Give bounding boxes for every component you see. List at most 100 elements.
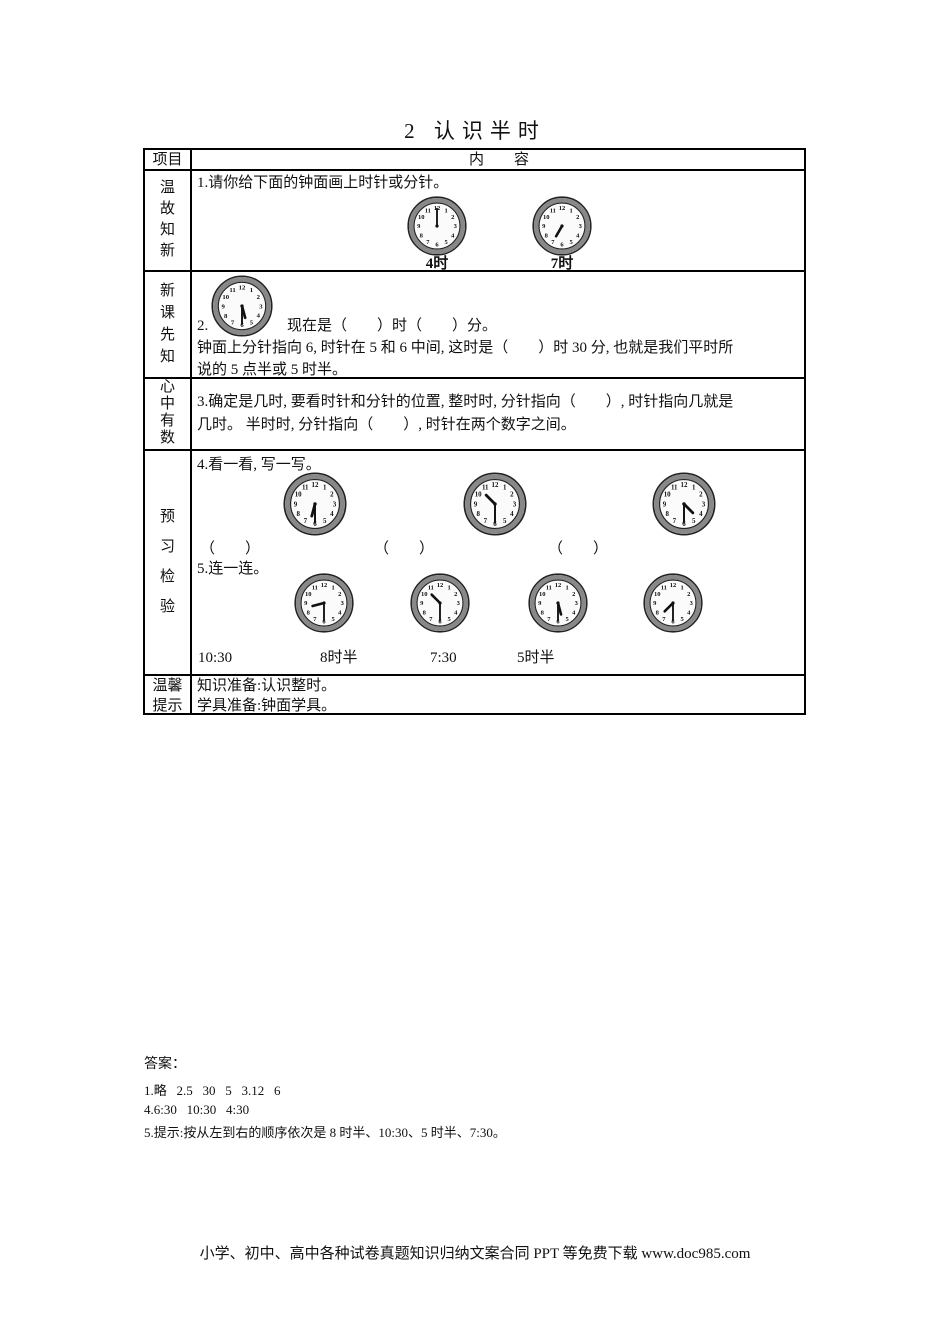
svg-text:2: 2 [454, 591, 457, 598]
section-tips-content: 知识准备:认识整时。 学具准备:钟面学具。 [190, 674, 808, 717]
svg-text:4: 4 [572, 609, 576, 616]
svg-text:1: 1 [503, 485, 507, 492]
svg-text:5: 5 [569, 239, 573, 246]
svg-text:12: 12 [670, 582, 677, 589]
svg-text:12: 12 [492, 482, 499, 489]
svg-text:4: 4 [330, 511, 334, 518]
svg-text:7: 7 [426, 239, 430, 246]
row-divider-3 [145, 377, 804, 379]
svg-text:11: 11 [550, 207, 556, 214]
svg-text:5: 5 [323, 518, 327, 525]
svg-text:1: 1 [444, 207, 447, 214]
svg-text:4: 4 [576, 232, 580, 239]
section-label-practice: 预习检验 [159, 508, 175, 615]
row-divider-4 [145, 449, 804, 451]
svg-text:6: 6 [322, 619, 326, 626]
svg-text:2: 2 [451, 214, 454, 221]
question-5-title: 5.连一连。 [197, 561, 269, 577]
svg-text:9: 9 [663, 501, 667, 508]
svg-text:10: 10 [421, 591, 428, 598]
svg-text:1: 1 [692, 485, 696, 492]
question-2-line2: 钟面上分针指向 6, 时针在 5 和 6 中间, 这时是（ ）时 30 分, 也… [197, 340, 734, 356]
answer-line-3: 5.提示:按从左到右的顺序依次是 8 时半、10:30、5 时半、7:30。 [144, 1125, 506, 1140]
svg-text:4: 4 [699, 511, 703, 518]
clock-caption-4: 4时 [425, 256, 449, 272]
svg-text:10: 10 [539, 591, 546, 598]
svg-text:12: 12 [239, 284, 246, 291]
svg-text:12: 12 [555, 582, 562, 589]
svg-text:4: 4 [338, 609, 342, 616]
svg-text:2: 2 [510, 492, 514, 499]
section-label-preview: 新课先知 [159, 282, 175, 365]
svg-text:5: 5 [447, 616, 451, 623]
svg-text:8: 8 [423, 609, 427, 616]
svg-text:11: 11 [428, 584, 434, 591]
svg-text:1: 1 [569, 207, 572, 214]
svg-text:11: 11 [546, 584, 552, 591]
svg-text:8: 8 [296, 511, 300, 518]
section-label-review: 温故知新 [159, 179, 175, 259]
svg-text:4: 4 [687, 609, 691, 616]
svg-text:7: 7 [313, 616, 317, 623]
svg-text:1: 1 [565, 584, 568, 591]
svg-text:3: 3 [690, 600, 694, 607]
svg-text:9: 9 [420, 600, 424, 607]
svg-text:5: 5 [565, 616, 569, 623]
svg-text:2: 2 [330, 492, 334, 499]
svg-text:6: 6 [671, 619, 675, 626]
svg-text:11: 11 [312, 584, 318, 591]
svg-text:1: 1 [323, 485, 327, 492]
svg-text:7: 7 [673, 518, 677, 525]
svg-text:8: 8 [665, 511, 669, 518]
svg-text:9: 9 [538, 600, 542, 607]
svg-text:1: 1 [447, 584, 450, 591]
question-2-line3: 说的 5 点半或 5 时半。 [197, 362, 348, 378]
question-3-line2: 几时。 半时时, 分针指向（ ）, 时针在两个数字之间。 [197, 417, 576, 433]
svg-text:12: 12 [437, 582, 444, 589]
svg-text:10: 10 [543, 214, 550, 221]
header-content-cell: 内 容 [468, 151, 529, 168]
svg-text:5: 5 [250, 320, 254, 327]
svg-text:5: 5 [331, 616, 335, 623]
svg-text:2: 2 [572, 591, 575, 598]
svg-text:9: 9 [474, 501, 478, 508]
svg-text:2: 2 [687, 591, 690, 598]
footer-text: 小学、初中、高中各种试卷真题知识归纳文案合同 PPT 等免费下载 www.doc… [199, 1246, 751, 1262]
svg-text:9: 9 [294, 501, 298, 508]
svg-text:7: 7 [662, 616, 666, 623]
question-3-line1: 3.确定是几时, 要看时针和分针的位置, 整时时, 分针指向（ ）, 时针指向几… [197, 394, 734, 410]
tips-line2: 学具准备:钟面学具。 [197, 698, 337, 714]
svg-text:7: 7 [429, 616, 433, 623]
svg-text:12: 12 [559, 205, 566, 212]
svg-text:2: 2 [576, 214, 579, 221]
svg-text:3: 3 [333, 501, 337, 508]
svg-text:11: 11 [229, 287, 236, 294]
svg-text:1: 1 [680, 584, 683, 591]
svg-text:11: 11 [302, 485, 309, 492]
svg-text:12: 12 [312, 482, 319, 489]
svg-text:10: 10 [418, 214, 425, 221]
answer-blank-1: （ ） [200, 541, 261, 557]
svg-text:9: 9 [542, 223, 546, 230]
svg-text:10: 10 [654, 591, 661, 598]
row-divider-2 [145, 270, 804, 272]
svg-text:11: 11 [671, 485, 678, 492]
question-2-text: 现在是（ ）时（ ）分。 [287, 318, 498, 334]
svg-text:6: 6 [560, 242, 564, 249]
svg-text:4: 4 [257, 313, 261, 320]
time-label-1030: 10:30 [198, 650, 233, 666]
answers-title: 答案： [144, 1057, 186, 1072]
svg-text:4: 4 [454, 609, 458, 616]
clock-caption-7: 7时 [550, 256, 574, 272]
time-label-5-half: 5时半 [517, 650, 555, 666]
svg-text:7: 7 [547, 616, 551, 623]
svg-text:3: 3 [579, 223, 583, 230]
task-1-text: 1.请你给下面的钟面画上时针或分针。 [197, 175, 449, 191]
